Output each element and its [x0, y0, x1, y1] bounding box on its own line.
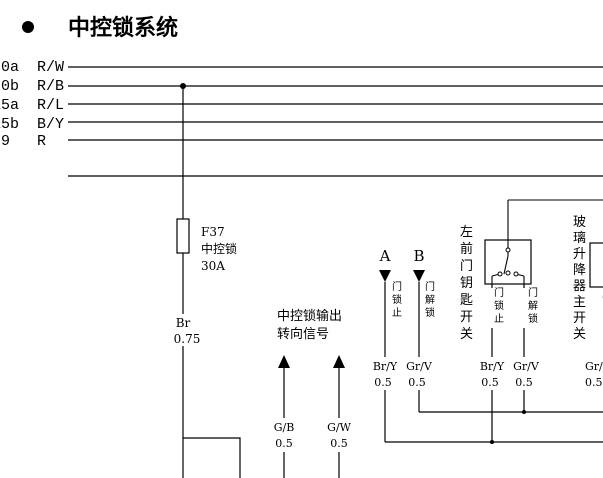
wire-label-bg — [323, 418, 355, 452]
vertical-char: 锁 — [392, 293, 402, 306]
vertical-char: 止 — [494, 313, 504, 325]
window-switch-name: 玻璃升降器主开关 — [573, 215, 586, 342]
wire-b-color: Gr/V — [406, 360, 433, 373]
left-key-switch-wires — [491, 284, 525, 442]
window-switch-box — [589, 242, 603, 288]
window-wire-gauge: 0.5 — [585, 376, 603, 389]
wire-b-gauge: 0.5 — [408, 376, 426, 389]
vertical-char: 门 — [494, 286, 504, 299]
signal-wire1-color: G/B — [274, 421, 295, 434]
connector-b-label: B — [413, 247, 424, 265]
arrow-down-icon — [413, 270, 425, 282]
window-wire-color: Gr/ — [585, 360, 603, 373]
wire-br-gauge: 0.75 — [174, 332, 201, 346]
left-key-wire1-color: Br/Y — [480, 360, 505, 373]
main-feed-wire — [182, 86, 241, 478]
bus-label-30a: 30a R/W — [0, 59, 64, 76]
wire-label-bg — [168, 314, 198, 346]
signal-wire2-gauge: 0.5 — [330, 437, 348, 450]
fuse-name: 中控锁 — [201, 241, 237, 256]
wire-a-gauge: 0.5 — [374, 376, 392, 389]
signal-wire2-color: G/W — [327, 421, 351, 434]
vertical-char: 前 — [460, 241, 473, 257]
vertical-char: 锁 — [528, 312, 538, 325]
vertical-char: 门 — [460, 259, 473, 274]
vertical-char: 钥 — [460, 276, 473, 291]
vertical-char: 门 — [528, 286, 538, 299]
switch-contact-icon — [505, 247, 511, 253]
left-key-switch-lock-text: 门锁止 — [494, 286, 504, 325]
vertical-char: 关 — [460, 327, 473, 342]
left-key-switch-unlock-text: 门解锁 — [528, 286, 538, 325]
vertical-char: 开 — [573, 311, 586, 326]
bus-label-39: 39 R — [0, 133, 46, 150]
arrow-down-icon — [379, 270, 391, 282]
vertical-char: 主 — [573, 295, 586, 310]
arrow-up-icon — [278, 355, 290, 368]
vertical-char: 璃 — [573, 231, 586, 246]
connector-a-text: 门锁止 — [392, 280, 402, 319]
vertical-char: 升 — [573, 247, 586, 262]
vertical-char: 玻 — [573, 215, 586, 230]
left-key-wire1-gauge: 0.5 — [481, 376, 499, 389]
vertical-char: 解 — [528, 299, 538, 312]
wire-label-bg — [268, 418, 300, 452]
connector-b-text: 门解锁 — [425, 280, 435, 319]
vertical-char: 匙 — [460, 293, 473, 308]
vertical-char: 锁 — [494, 299, 504, 312]
switch-contact-icon — [505, 270, 511, 276]
vertical-char: 关 — [573, 327, 586, 342]
connector-a-label: A — [379, 247, 391, 265]
fuse-id: F37 — [201, 225, 225, 239]
bus-labels: 30a R/W 30b R/B 15a R/L 15b B/Y 39 R — [0, 59, 64, 150]
signal-block-title-1: 中控锁输出 — [277, 308, 342, 324]
power-bus-lines — [68, 66, 603, 177]
left-key-wire2-color: Gr/V — [513, 360, 540, 373]
vertical-char: 锁 — [425, 306, 435, 319]
vertical-char: 降 — [573, 263, 586, 278]
wire-br-color: Br — [176, 316, 191, 330]
left-key-wire2-gauge: 0.5 — [515, 376, 533, 389]
vertical-char: 止 — [392, 307, 402, 319]
vertical-char: 器 — [573, 279, 586, 294]
vertical-char: 左 — [460, 225, 473, 240]
junction-dot — [490, 440, 494, 444]
bus-label-15a: 15a R/L — [0, 97, 64, 114]
fuse-f37-symbol — [176, 218, 190, 254]
switch-contact-icon — [497, 271, 503, 277]
junction-dot — [522, 410, 526, 414]
vertical-char: 开 — [460, 310, 473, 325]
title-bullet-icon — [22, 21, 34, 33]
bus-label-15b: 15b B/Y — [0, 116, 64, 133]
bus-label-30b: 30b R/B — [0, 78, 64, 95]
fuse-rating: 30A — [201, 259, 225, 273]
vertical-char: 门 — [392, 280, 402, 293]
wire-a-color: Br/Y — [373, 360, 398, 373]
signal-block-title-2: 转向信号 — [277, 326, 329, 342]
signal-wire1-gauge: 0.5 — [275, 437, 293, 450]
left-key-switch-name: 左前门钥匙开关 — [460, 225, 473, 342]
vertical-char: 门 — [425, 280, 435, 293]
switch-contact-icon — [513, 271, 519, 277]
arrow-up-icon — [333, 355, 345, 368]
vertical-char: 解 — [425, 293, 435, 306]
page-title: 中控锁系统 — [68, 15, 178, 41]
